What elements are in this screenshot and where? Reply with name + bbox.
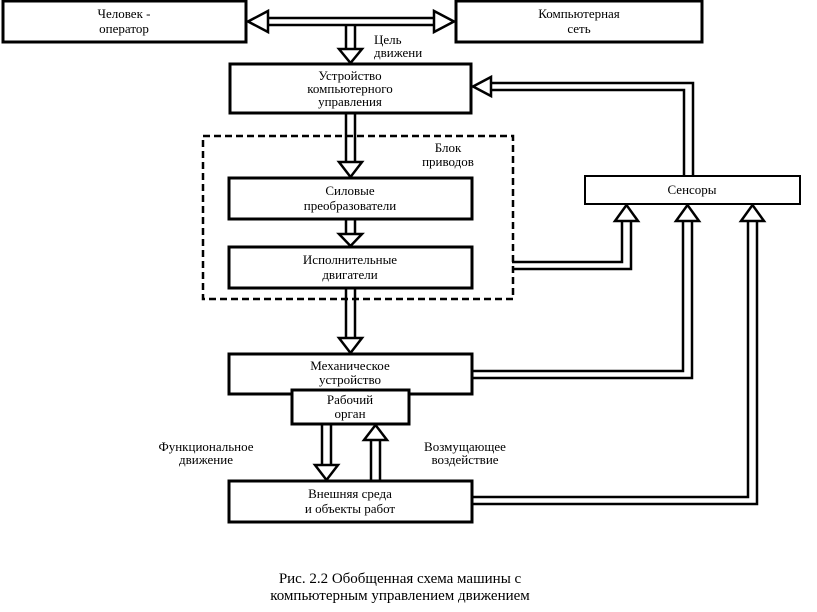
caption-line-2: компьютерным управлением движением xyxy=(270,588,530,604)
converters-to-motors-arrow xyxy=(336,220,365,248)
operator-label-2: оператор xyxy=(99,21,149,36)
goal-arrow: Цель движени xyxy=(336,25,422,65)
sensors-block: Сенсоры xyxy=(584,175,801,205)
motors-label-1: Исполнительные xyxy=(303,252,397,267)
control-label-2: компьютерного xyxy=(307,81,392,96)
mechanical-block: Механическое устройство xyxy=(227,352,474,396)
operator-block: Человек - оператор xyxy=(1,0,248,44)
functional-label-2: движение xyxy=(179,452,233,467)
motors-to-sensors-arrow xyxy=(512,202,641,271)
environment-block: Внешняя среда и объекты работ xyxy=(227,479,474,524)
network-block: Компьютерная сеть xyxy=(454,0,704,44)
motors-to-mechanical-arrow xyxy=(336,289,365,356)
motors-label-2: двигатели xyxy=(322,267,377,282)
control-device-block: Устройство компьютерного управления xyxy=(228,62,473,115)
control-label-3: управления xyxy=(318,94,382,109)
disturbance-label-2: воздействие xyxy=(431,452,498,467)
converters-label-1: Силовые xyxy=(325,183,374,198)
disturbance-label-1: Возмущающее xyxy=(424,439,506,454)
working-organ-label-1: Рабочий xyxy=(327,392,373,407)
environment-label-2: и объекты работ xyxy=(305,501,396,516)
sensors-label: Сенсоры xyxy=(667,182,716,197)
goal-label-1: Цель xyxy=(374,32,402,47)
environment-to-sensors-arrow xyxy=(472,202,767,506)
sensors-to-control-arrow xyxy=(470,74,695,175)
disturbance-arrow: Возмущающее воздействие xyxy=(361,422,506,480)
drive-group-label-2: приводов xyxy=(422,154,474,169)
control-label-1: Устройство xyxy=(318,68,381,83)
mechanical-label-1: Механическое xyxy=(310,358,390,373)
mechanical-label-2: устройство xyxy=(319,372,381,387)
converters-label-2: преобразователи xyxy=(304,198,397,213)
motors-block: Исполнительные двигатели xyxy=(227,245,474,290)
drive-group: Блок приводов xyxy=(201,134,515,301)
operator-network-arrow xyxy=(245,8,457,35)
goal-label-2: движени xyxy=(374,45,422,60)
environment-label-1: Внешняя среда xyxy=(308,486,392,501)
mechanical-to-sensors-arrow xyxy=(472,202,702,380)
operator-label-1: Человек - xyxy=(98,6,151,21)
converters-block: Силовые преобразователи xyxy=(227,176,474,221)
network-label-2: сеть xyxy=(567,21,590,36)
caption-line-1: Рис. 2.2 Обобщенная схема машины с xyxy=(279,571,522,587)
functional-label-1: Функциональное xyxy=(158,439,253,454)
network-label-1: Компьютерная xyxy=(538,6,620,21)
functional-movement-arrow: Функциональное движение xyxy=(158,425,341,483)
figure-caption: Рис. 2.2 Обобщенная схема машины с компь… xyxy=(270,571,530,604)
working-organ-label-2: орган xyxy=(334,406,365,421)
drive-group-label-1: Блок xyxy=(435,140,462,155)
control-to-converters-arrow xyxy=(336,114,365,180)
working-organ-block: Рабочий орган xyxy=(290,388,411,426)
